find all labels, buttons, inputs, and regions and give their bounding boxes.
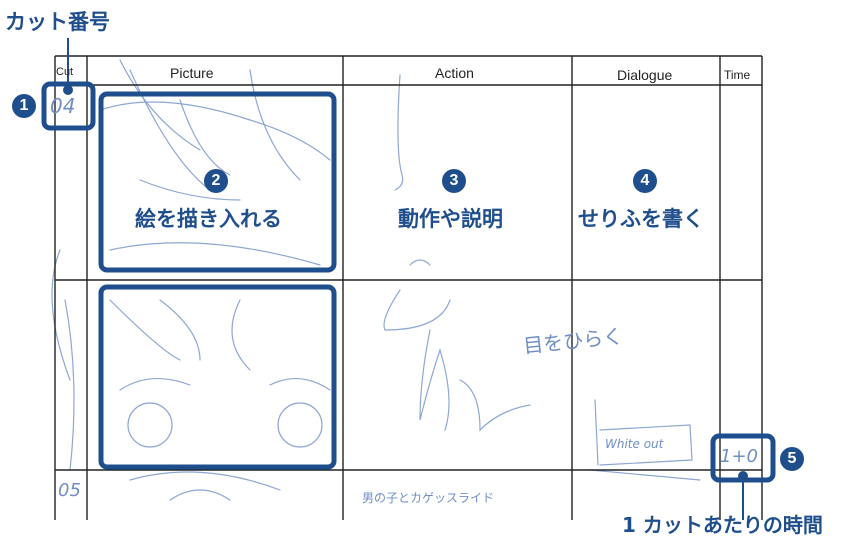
time-note: 1+0	[720, 446, 758, 467]
header-picture: Picture	[170, 65, 214, 81]
step-1-badge: 1	[12, 94, 36, 118]
cut-number-04: 04	[50, 94, 76, 118]
time-per-cut-label: 1 カットあたりの時間	[622, 513, 823, 537]
step-2-badge: 2	[204, 169, 228, 193]
step-5-badge: 5	[780, 447, 804, 471]
sketch-strokes	[51, 59, 701, 501]
cut-number-05: 05	[58, 480, 81, 501]
step-4-text: せりふを書く	[578, 207, 704, 231]
header-cut: Cut	[56, 66, 74, 78]
picture-highlight-1	[98, 91, 337, 273]
picture-highlight-2	[98, 284, 337, 470]
header-action: Action	[435, 65, 474, 81]
leader-lines	[63, 38, 748, 520]
highlight-boxes	[41, 81, 776, 483]
header-dialogue: Dialogue	[617, 67, 673, 83]
step-3-text: 動作や説明	[398, 207, 503, 231]
header-time: Time	[724, 68, 751, 82]
cut-number-label: カット番号	[5, 10, 110, 34]
dialogue-note-white-out: White out	[605, 437, 664, 451]
step-2-text: 絵を描き入れる	[135, 207, 282, 231]
storyboard-grid	[54, 55, 763, 520]
action-note-slide: 男の子とカゲッスライド	[362, 491, 495, 505]
step-4-badge: 4	[633, 169, 657, 193]
step-3-badge: 3	[442, 169, 466, 193]
